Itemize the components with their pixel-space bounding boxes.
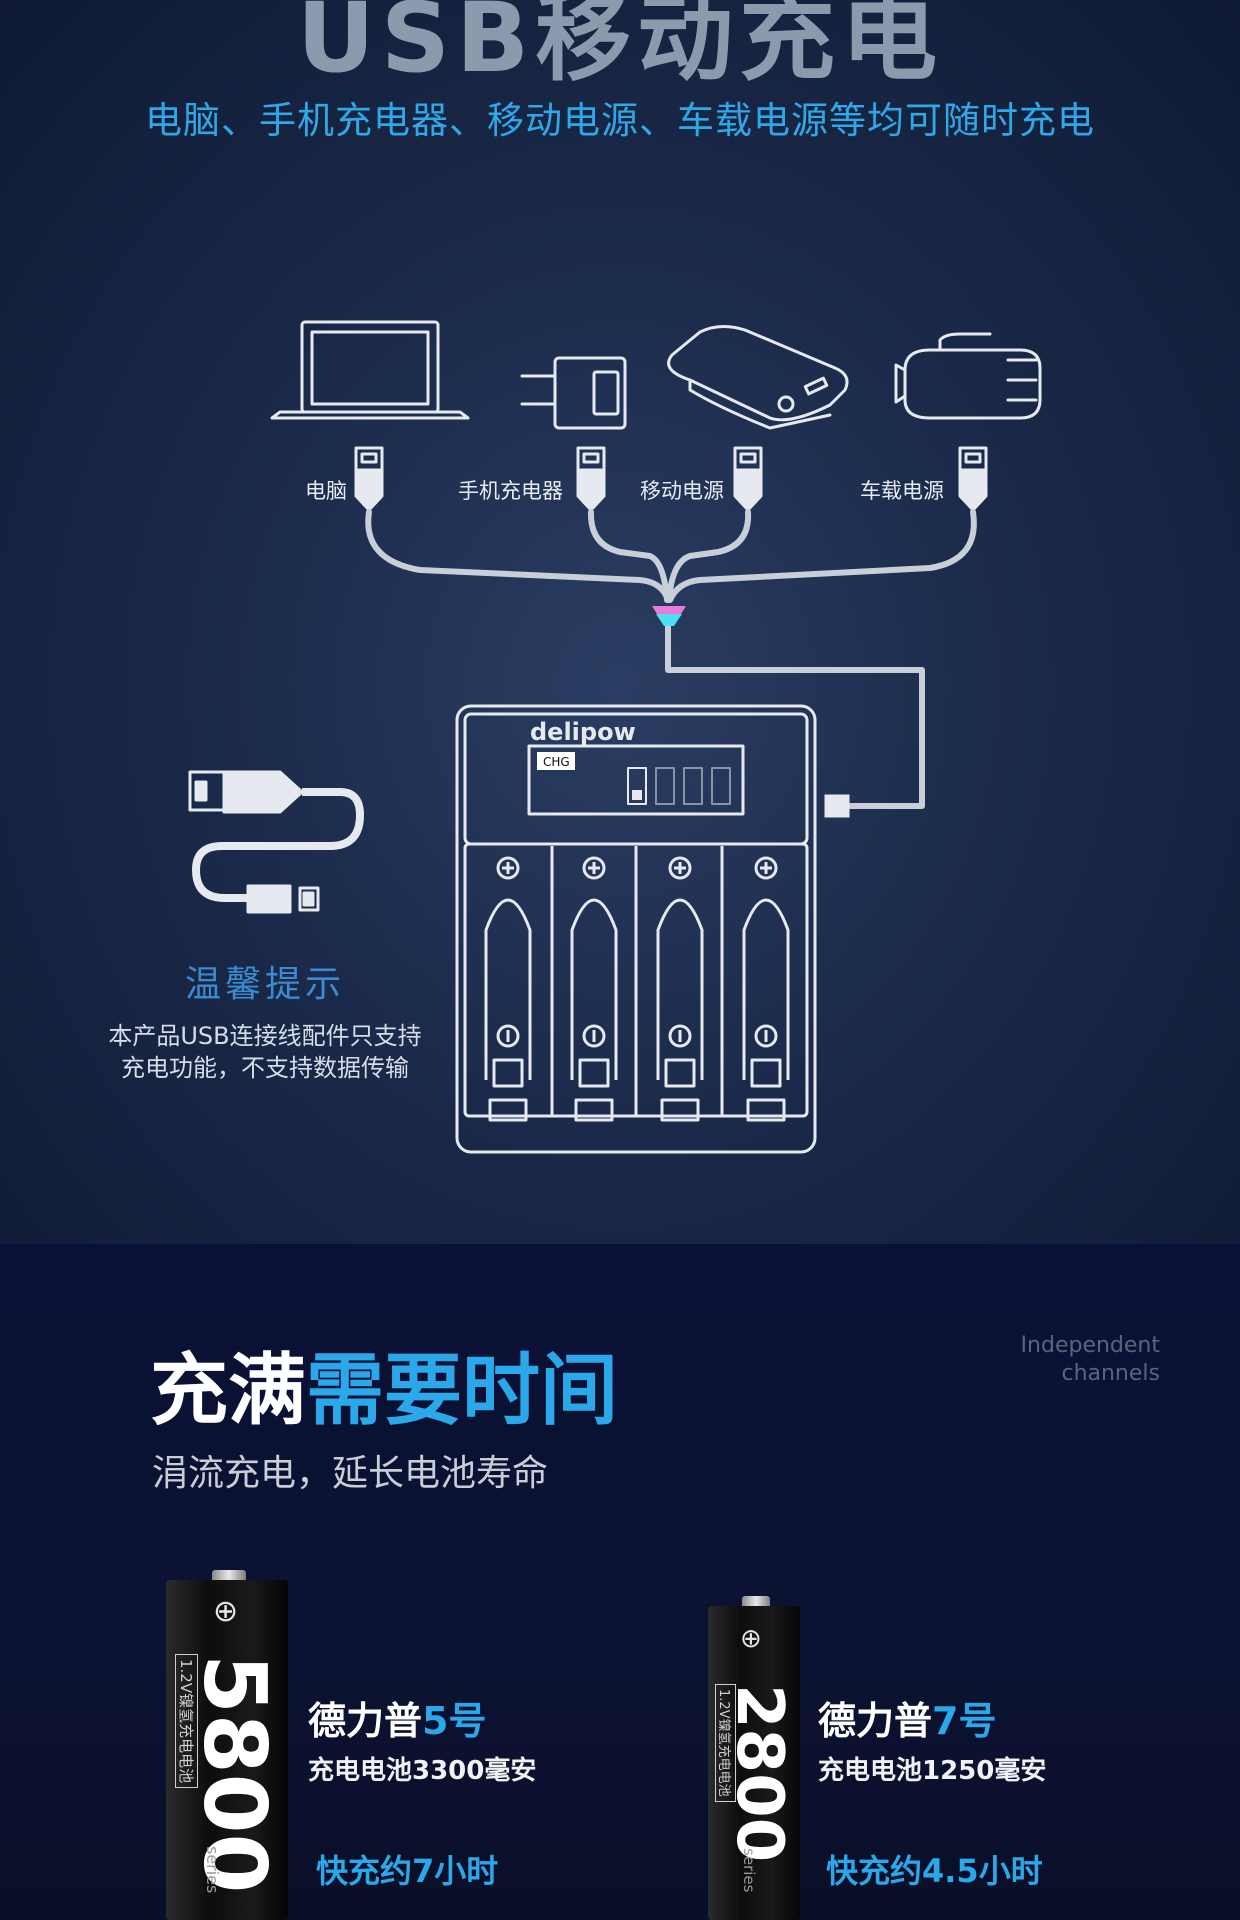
charger-brand: delipow <box>530 718 636 746</box>
usb-plug-2 <box>576 446 606 512</box>
product-aa-charge-time: 快充约7小时 <box>316 1852 499 1890</box>
usb-cable-accessory-icon <box>188 770 364 914</box>
source-label-laptop: 电脑 <box>305 479 347 503</box>
battery-aa-number: 5800 <box>184 1654 284 1894</box>
product-aaa-charge-time: 快充约4.5小时 <box>826 1852 1043 1890</box>
usb-plug-1 <box>354 446 384 512</box>
plus-icon: ⊕ <box>740 1624 762 1654</box>
heading-white: 充满 <box>150 1346 307 1436</box>
power-bank-icon <box>667 325 849 430</box>
source-label-wall-charger: 手机充电器 <box>458 479 563 503</box>
product-aa-size: 5号 <box>422 1699 487 1743</box>
independent-channels-caption: Independent channels <box>1021 1332 1160 1388</box>
product-aa-desc: 充电电池3300毫安 <box>308 1756 537 1786</box>
battery-charger <box>455 704 817 1154</box>
usb-plug-3 <box>733 446 763 512</box>
usb-charging-section: USB移动充电 电脑、手机充电器、移动电源、车载电源等均可随时充电 <box>0 0 1240 1244</box>
section-title: USB移动充电 <box>296 0 944 94</box>
tip-title: 温馨提示 <box>184 964 345 1005</box>
product-aaa-desc: 充电电池1250毫安 <box>818 1756 1047 1786</box>
battery-aa-spec: 1.2V镍氢充电电池 <box>175 1654 198 1789</box>
micro-usb-plug <box>824 794 850 818</box>
source-label-power-bank: 移动电源 <box>640 479 724 503</box>
car-charger-icon <box>894 332 1042 420</box>
charge-time-heading: 充满需要时间 <box>150 1328 618 1440</box>
tip-line-1: 本产品USB连接线配件只支持 <box>108 1022 422 1050</box>
battery-aa-series: series <box>203 1846 222 1894</box>
usb-charging-diagram: delipow CHG <box>188 320 1042 1154</box>
section-subtitle: 电脑、手机充电器、移动电源、车载电源等均可随时充电 <box>145 99 1095 142</box>
charge-level-icon <box>632 790 642 800</box>
battery-aaa-spec: 1.2V镍氢充电电池 <box>715 1684 736 1802</box>
heading-blue: 需要时间 <box>306 1346 619 1436</box>
source-label-car-charger: 车载电源 <box>860 479 944 503</box>
tip-line-2: 充电功能，不支持数据传输 <box>121 1054 409 1082</box>
usb-plug-4 <box>958 446 988 512</box>
independent-line-1: Independent <box>1020 1333 1160 1358</box>
product-aaa-name: 德力普7号 <box>818 1690 996 1745</box>
wall-adapter-icon <box>520 356 627 430</box>
battery-aaa-series: series <box>740 1848 758 1893</box>
usb-cables <box>365 509 977 809</box>
product-aa-brand: 德力普 <box>308 1699 423 1743</box>
charger-display-label: CHG <box>543 755 570 769</box>
product-aaa-size: 7号 <box>932 1699 997 1743</box>
plus-icon: ⊕ <box>213 1594 239 1629</box>
product-aaa-brand: 德力普 <box>818 1699 933 1743</box>
laptop-icon <box>270 320 470 420</box>
charge-time-subheading: 涓流充电，延长电池寿命 <box>152 1453 549 1494</box>
independent-line-2: channels <box>1061 1361 1160 1386</box>
charge-time-section: 充满需要时间 Independent channels 涓流充电，延长电池寿命 … <box>0 1244 1240 1920</box>
product-aa-name: 德力普5号 <box>308 1690 486 1745</box>
